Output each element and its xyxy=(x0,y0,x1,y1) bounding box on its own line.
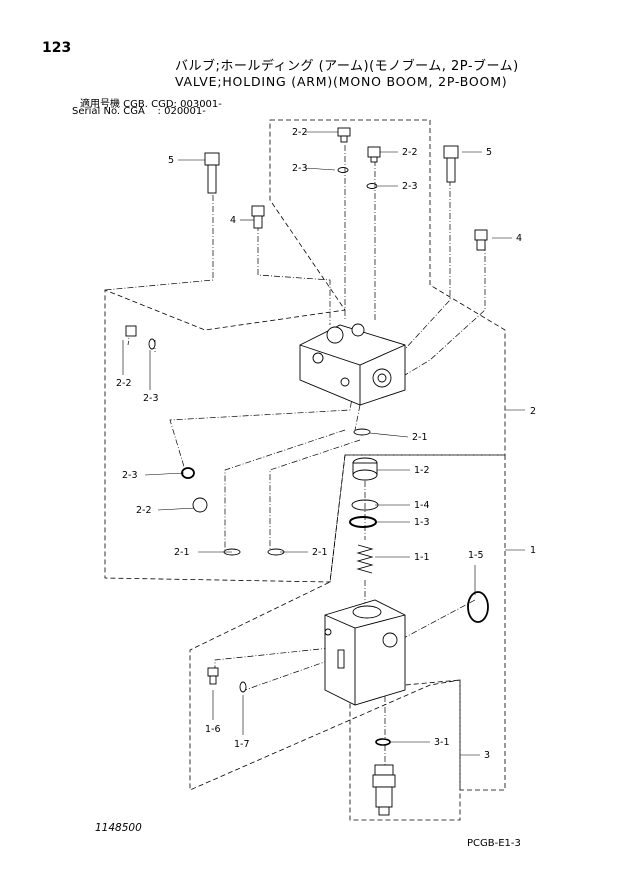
plug-2-2-top-icon xyxy=(337,127,351,143)
o-ring-2-3-d-icon xyxy=(181,467,195,479)
bolt-4-left-icon xyxy=(251,205,265,229)
plug-2-2-left-icon xyxy=(125,325,137,337)
o-ring-2-1-a-icon xyxy=(353,428,371,436)
o-ring-2-3-b-icon xyxy=(366,183,378,189)
plug-2-2-lower-icon xyxy=(192,497,208,513)
callout-1: 1 xyxy=(530,545,536,556)
callout-3: 3 xyxy=(484,750,490,761)
callout-1-1: 1-1 xyxy=(414,552,430,563)
valve-body-icon xyxy=(299,323,406,406)
title-japanese: バルブ;ホールディング (アーム)(モノブーム, 2P-ブーム) xyxy=(175,59,519,74)
page-code: PCGB-E1-3 xyxy=(467,838,521,849)
callout-2: 2 xyxy=(530,406,536,417)
callout-2-3: 2-3 xyxy=(402,181,418,192)
plug-1-6-icon xyxy=(207,667,219,685)
serial-number-line: Serial No. CGA : 020001- xyxy=(72,106,206,117)
bolt-4-right-icon xyxy=(474,229,488,251)
assembly-1-boundary xyxy=(189,454,506,791)
callout-2-3: 2-3 xyxy=(143,393,159,404)
o-ring-1-7-icon xyxy=(239,681,247,693)
o-ring-2-3-a-icon xyxy=(337,167,349,173)
o-ring-1-3-icon xyxy=(349,516,377,528)
plug-2-2-right-icon xyxy=(367,146,381,163)
o-ring-2-1-b-icon xyxy=(223,548,241,556)
callout-4: 4 xyxy=(516,233,522,244)
page-number: 123 xyxy=(42,40,72,56)
callout-5: 5 xyxy=(486,147,492,158)
cap-1-2-icon xyxy=(352,457,378,481)
drawing-number: 1148500 xyxy=(95,822,142,834)
bolt-5-right-icon xyxy=(443,145,459,183)
callout-2-2: 2-2 xyxy=(292,127,308,138)
callout-1-5: 1-5 xyxy=(468,550,484,561)
callout-2-2: 2-2 xyxy=(136,505,152,516)
callout-2-3: 2-3 xyxy=(122,470,138,481)
bolt-5-left-icon xyxy=(204,152,220,194)
callout-3-1: 3-1 xyxy=(434,737,450,748)
callout-1-3: 1-3 xyxy=(414,517,430,528)
o-ring-1-5-icon xyxy=(467,591,489,623)
backup-ring-1-4-icon xyxy=(351,499,379,511)
callout-1-2: 1-2 xyxy=(414,465,430,476)
serial-applicability-line: 適用号機 CGB. CGD: 003001- xyxy=(80,99,222,110)
callout-2-2: 2-2 xyxy=(116,378,132,389)
spring-1-1-icon xyxy=(356,544,374,574)
callout-2-3: 2-3 xyxy=(292,163,308,174)
valve-housing-icon xyxy=(324,599,406,706)
callout-2-2: 2-2 xyxy=(402,147,418,158)
callout-1-7: 1-7 xyxy=(234,739,250,750)
callout-2-1: 2-1 xyxy=(312,547,328,558)
callout-4: 4 xyxy=(230,215,236,226)
callout-2-1: 2-1 xyxy=(412,432,428,443)
title-english: VALVE;HOLDING (ARM)(MONO BOOM, 2P-BOOM) xyxy=(175,74,508,89)
callout-1-4: 1-4 xyxy=(414,500,430,511)
assembly-3-boundary xyxy=(349,679,461,821)
callout-1-6: 1-6 xyxy=(205,724,221,735)
callout-5: 5 xyxy=(168,155,174,166)
o-ring-3-1-icon xyxy=(375,738,391,746)
cartridge-valve-3-icon xyxy=(372,764,396,816)
callout-2-1: 2-1 xyxy=(174,547,190,558)
o-ring-2-3-c-icon xyxy=(148,338,156,350)
o-ring-2-1-c-icon xyxy=(267,548,285,556)
